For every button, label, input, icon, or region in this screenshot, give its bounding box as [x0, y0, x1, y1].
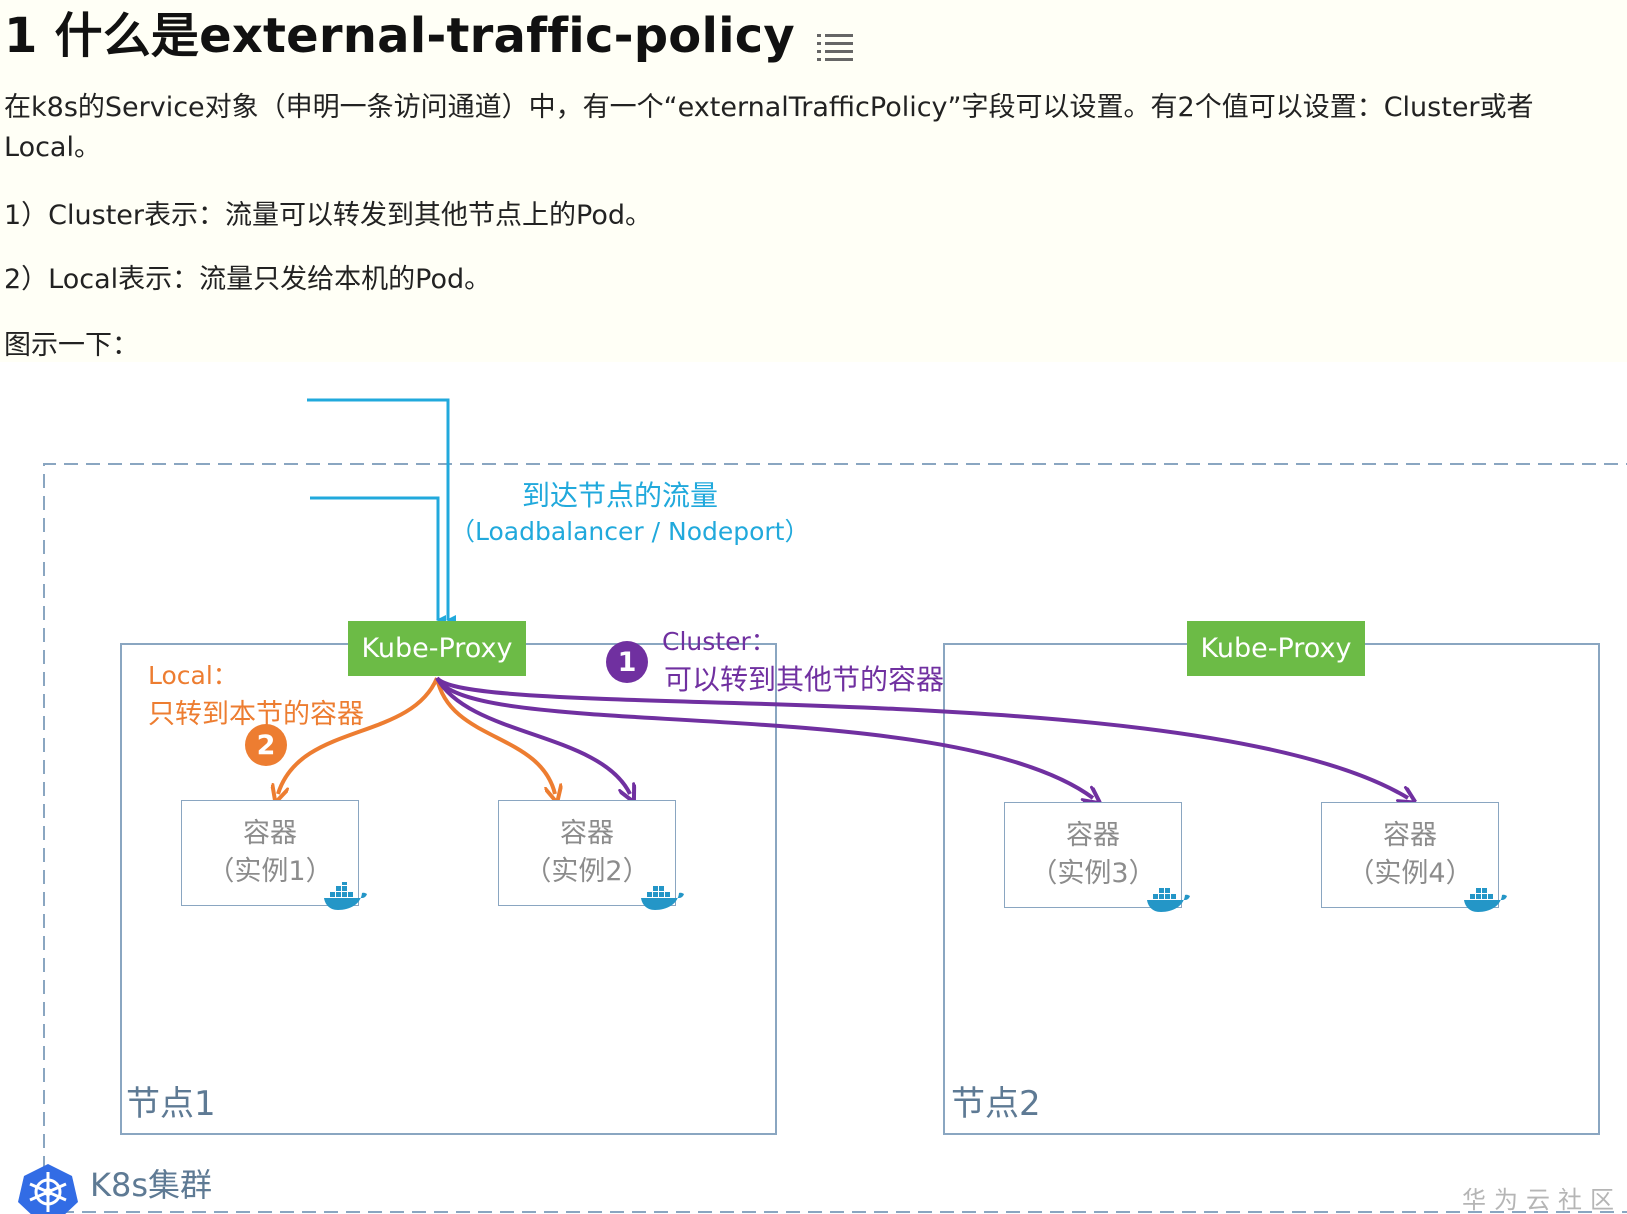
container-label: 容器	[560, 818, 614, 849]
heading-text: 1 什么是external-traffic-policy	[4, 8, 795, 64]
traffic-line-2	[310, 496, 446, 625]
diagram-lines	[43, 398, 1627, 1214]
list-icon[interactable]	[816, 18, 853, 61]
watermark: 华为云社区	[1462, 1186, 1622, 1214]
container-instance-label: （实例1）	[207, 856, 333, 887]
container-instance-3: 容器 （实例3）	[1004, 802, 1182, 908]
paragraph-cluster: 1）Cluster表示：流量可以转发到其他节点上的Pod。	[4, 200, 652, 231]
node2-label: 节点2	[951, 1084, 1041, 1124]
cluster-arrow-3	[435, 676, 1093, 798]
docker-icon	[1464, 888, 1507, 912]
cluster-description: 可以转到其他节的容器	[664, 663, 945, 696]
kubernetes-logo-icon	[18, 1164, 78, 1214]
cluster-arrow-4	[435, 676, 1408, 798]
paragraph-figure-intro: 图示一下：	[4, 330, 139, 361]
cluster-label: Cluster：	[662, 627, 776, 656]
traffic-subtitle: （Loadbalancer / Nodeport）	[450, 517, 810, 546]
local-arrow-1	[278, 677, 439, 794]
local-badge: 2	[245, 724, 287, 766]
traffic-title: 到达节点的流量	[522, 479, 719, 512]
cluster-name-label: K8s集群	[90, 1166, 213, 1204]
paragraph-intro: 在k8s的Service对象（申明一条访问通道）中，有一个“externalTr…	[4, 92, 1534, 123]
kube-proxy-node2: Kube-Proxy	[1187, 621, 1365, 676]
docker-icon	[324, 882, 367, 910]
container-instance-label: （实例4）	[1347, 858, 1473, 889]
docker-icon	[641, 886, 684, 910]
container-label: 容器	[1383, 820, 1437, 851]
container-instance-4: 容器 （实例4）	[1321, 802, 1499, 908]
paragraph-local: 2）Local表示：流量只发给本机的Pod。	[4, 264, 492, 295]
cluster-arrow-2	[435, 677, 630, 794]
container-instance-2: 容器 （实例2）	[498, 800, 676, 906]
traffic-policy-diagram: 到达节点的流量 （Loadbalancer / Nodeport） Kube-P…	[0, 362, 1627, 1214]
local-description: 只转到本节的容器	[148, 699, 364, 730]
container-label: 容器	[1066, 820, 1120, 851]
container-instance-1: 容器 （实例1）	[181, 800, 359, 906]
paragraph-intro-cont: Local。	[4, 132, 101, 163]
traffic-line-1	[307, 398, 456, 625]
container-label: 容器	[243, 818, 297, 849]
local-label: Local：	[148, 661, 238, 690]
container-instance-label: （实例2）	[524, 856, 650, 887]
section-heading: 1 什么是external-traffic-policy	[4, 0, 853, 64]
kube-proxy-node1: Kube-Proxy	[348, 621, 526, 676]
cluster-badge: 1	[606, 641, 648, 683]
container-instance-label: （实例3）	[1030, 858, 1156, 889]
cluster-boundary	[43, 463, 1627, 1214]
node1-label: 节点1	[126, 1084, 216, 1124]
docker-icon	[1147, 888, 1190, 912]
local-arrow-2	[435, 677, 555, 794]
